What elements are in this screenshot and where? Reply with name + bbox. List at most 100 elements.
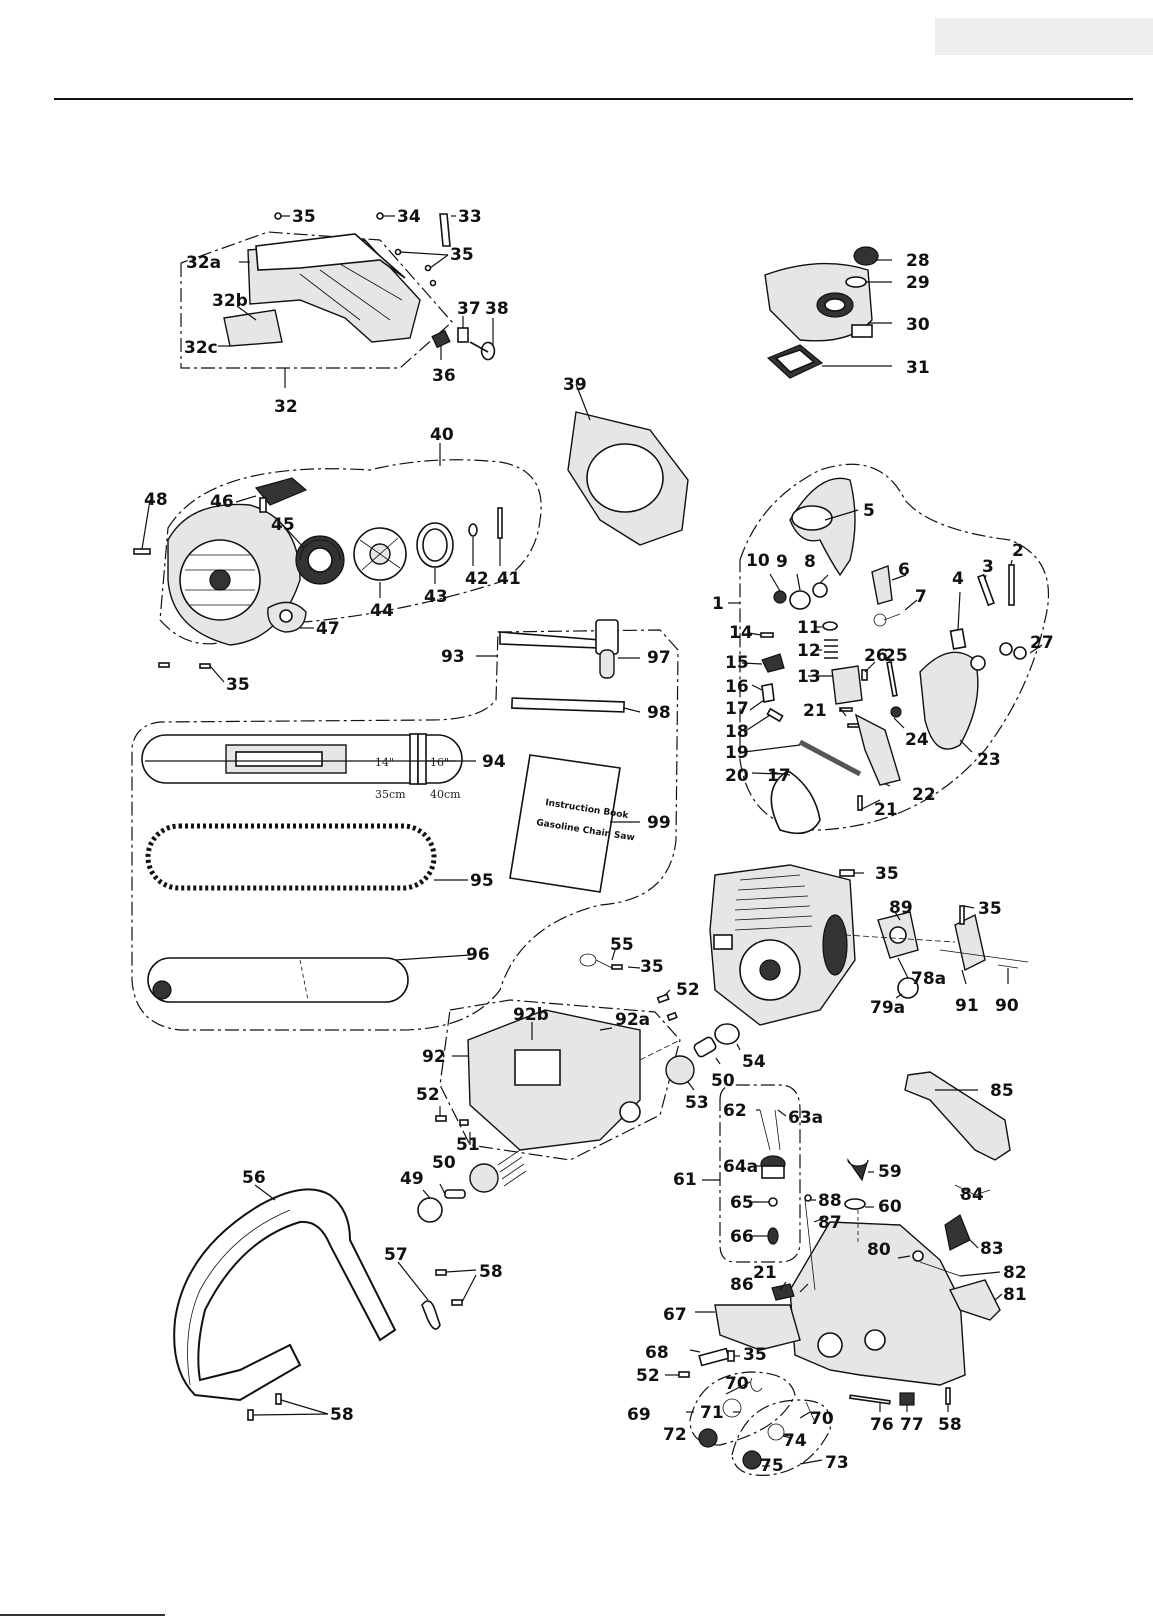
label-36: 36 <box>432 366 456 386</box>
label-68: 68 <box>645 1343 669 1363</box>
label-40: 40 <box>430 425 454 445</box>
callout-labels: 35 34 33 32a 35 32b 37 38 32c 36 32 28 2… <box>144 207 1054 1476</box>
label-50: 50 <box>432 1153 456 1173</box>
label-2: 2 <box>1012 541 1024 561</box>
part-group-top-cover <box>764 246 892 379</box>
label-51: 51 <box>456 1135 480 1155</box>
label-45: 45 <box>271 515 295 535</box>
label-21: 21 <box>874 800 898 820</box>
label-84: 84 <box>960 1185 984 1205</box>
label-92b: 92b <box>513 1005 549 1025</box>
label-95: 95 <box>470 871 494 891</box>
label-4: 4 <box>952 569 964 589</box>
label-56: 56 <box>242 1168 266 1188</box>
label-17: 17 <box>725 699 749 719</box>
label-58: 58 <box>330 1405 354 1425</box>
label-32: 32 <box>274 397 298 417</box>
bar-length-40cm: 40cm <box>430 788 461 801</box>
label-20: 20 <box>725 766 749 786</box>
label-34: 34 <box>397 207 421 227</box>
label-16: 16 <box>725 677 749 697</box>
label-26: 26 <box>864 646 888 666</box>
header-tab <box>935 18 1153 55</box>
part-group-92 <box>417 949 741 1223</box>
label-61: 61 <box>673 1170 697 1190</box>
label-82: 82 <box>1003 1263 1027 1283</box>
label-35: 35 <box>226 675 250 695</box>
label-17: 17 <box>767 766 791 786</box>
label-11: 11 <box>797 618 821 638</box>
part-group-rear-handle <box>665 1158 1003 1476</box>
label-87: 87 <box>818 1213 842 1233</box>
label-64a: 64a <box>723 1157 758 1177</box>
label-18: 18 <box>725 722 749 742</box>
label-50: 50 <box>711 1071 735 1091</box>
label-3: 3 <box>982 557 994 577</box>
label-44: 44 <box>370 601 394 621</box>
label-52: 52 <box>636 1366 660 1386</box>
label-35: 35 <box>875 864 899 884</box>
label-48: 48 <box>144 490 168 510</box>
label-88: 88 <box>818 1191 842 1211</box>
label-70: 70 <box>725 1374 749 1394</box>
label-99: 99 <box>647 813 671 833</box>
label-22: 22 <box>912 785 936 805</box>
label-25: 25 <box>884 646 908 666</box>
label-66: 66 <box>730 1227 754 1247</box>
label-14: 14 <box>729 623 753 643</box>
label-35: 35 <box>292 207 316 227</box>
label-58: 58 <box>938 1415 962 1435</box>
bar-length-14: 14" <box>375 756 394 769</box>
label-80: 80 <box>867 1240 891 1260</box>
label-9: 9 <box>776 552 788 572</box>
label-62: 62 <box>723 1101 747 1121</box>
part-group-61 <box>702 1084 801 1263</box>
label-55: 55 <box>610 935 634 955</box>
label-71: 71 <box>700 1403 724 1423</box>
label-58: 58 <box>479 1262 503 1282</box>
label-27: 27 <box>1030 633 1054 653</box>
label-76: 76 <box>870 1415 894 1435</box>
label-49: 49 <box>400 1169 424 1189</box>
label-10: 10 <box>746 551 770 571</box>
label-81: 81 <box>1003 1285 1027 1305</box>
part-39 <box>567 383 689 546</box>
label-78a: 78a <box>911 969 946 989</box>
label-32a: 32a <box>186 253 221 273</box>
bar-length-35cm: 35cm <box>375 788 406 801</box>
label-7: 7 <box>915 587 927 607</box>
label-57: 57 <box>384 1245 408 1265</box>
label-37: 37 <box>457 299 481 319</box>
label-89: 89 <box>889 898 913 918</box>
label-32b: 32b <box>212 291 248 311</box>
label-13: 13 <box>797 667 821 687</box>
part-group-1 <box>728 463 1049 835</box>
label-97: 97 <box>647 648 671 668</box>
label-5: 5 <box>863 501 875 521</box>
label-1: 1 <box>712 594 724 614</box>
label-69: 69 <box>627 1405 651 1425</box>
label-52: 52 <box>416 1085 440 1105</box>
label-98: 98 <box>647 703 671 723</box>
label-21: 21 <box>803 701 827 721</box>
label-96: 96 <box>466 945 490 965</box>
label-92a: 92a <box>615 1010 650 1030</box>
label-86: 86 <box>730 1275 754 1295</box>
label-23: 23 <box>977 750 1001 770</box>
label-19: 19 <box>725 743 749 763</box>
part-group-40 <box>133 443 542 683</box>
bar-length-16: 16" <box>430 756 449 769</box>
label-30: 30 <box>906 315 930 335</box>
label-33: 33 <box>458 207 482 227</box>
footer-line <box>0 1614 165 1616</box>
label-65: 65 <box>730 1193 754 1213</box>
label-43: 43 <box>424 587 448 607</box>
label-93: 93 <box>441 647 465 667</box>
label-21: 21 <box>753 1263 777 1283</box>
label-79a: 79a <box>870 998 905 1018</box>
label-72: 72 <box>663 1425 687 1445</box>
label-35: 35 <box>743 1345 767 1365</box>
label-35: 35 <box>640 957 664 977</box>
label-53: 53 <box>685 1093 709 1113</box>
